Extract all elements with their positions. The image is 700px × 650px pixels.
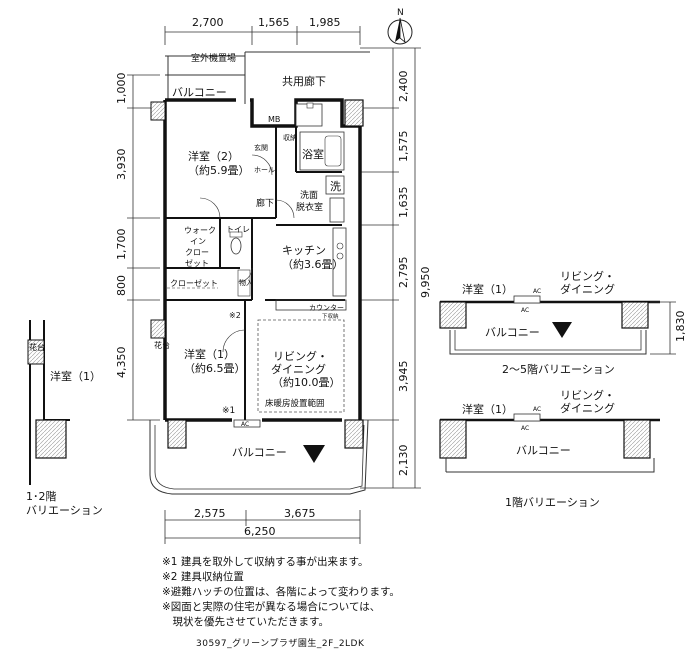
dim-right-6: 2,130 bbox=[397, 445, 410, 477]
variation-1-2f bbox=[27, 320, 70, 485]
note-1: ※1 建具を取外して収納する事が出来ます。 bbox=[162, 556, 369, 568]
note-4: ※図面と実際の住宅が異なる場合については、 bbox=[162, 601, 381, 613]
toilet-label: トイレ bbox=[226, 225, 250, 234]
living-label-2: ダイニング bbox=[271, 362, 326, 376]
var1-balcony-label: バルコニー bbox=[516, 444, 571, 457]
var1-caption: 1階バリエーション bbox=[505, 495, 600, 509]
living-label-1: リビング・ bbox=[273, 349, 328, 363]
dim-bottom-1: 2,575 bbox=[194, 507, 226, 520]
variation-2-5f bbox=[439, 295, 676, 355]
corridor-label: 共用廊下 bbox=[282, 74, 326, 88]
balcony-label: バルコニー bbox=[232, 446, 287, 459]
mark2-label: ※2 bbox=[229, 311, 241, 320]
var1-living-label-2: ダイニング bbox=[560, 401, 615, 415]
dim-left-5: 4,350 bbox=[115, 347, 128, 379]
counter-sub-label: 下収納 bbox=[322, 312, 339, 320]
ac-label: AC bbox=[241, 421, 249, 428]
bottom-dimensions bbox=[164, 510, 361, 544]
dim-bottom-total: 6,250 bbox=[244, 525, 276, 538]
var25-balcony-label: バルコニー bbox=[485, 326, 540, 339]
var1-living-label-1: リビング・ bbox=[560, 388, 615, 402]
entrance-label: 玄関 bbox=[254, 143, 268, 152]
compass-label: N bbox=[397, 8, 404, 18]
washer-label: 洗 bbox=[330, 180, 341, 193]
dim-top-3: 1,985 bbox=[309, 16, 341, 29]
living-size: （約10.0畳） bbox=[272, 375, 341, 389]
left-caption-1: 1･2階 bbox=[26, 489, 57, 503]
note-3: ※避難ハッチの位置は、各階によって変わります。 bbox=[162, 586, 400, 598]
top-dimensions bbox=[164, 26, 361, 45]
closet-label: クローゼット bbox=[170, 278, 218, 288]
dim-bottom-2: 3,675 bbox=[284, 507, 316, 520]
north-arrow bbox=[387, 17, 413, 45]
right-dimensions bbox=[360, 47, 421, 489]
dim-right-4: 2,795 bbox=[397, 257, 410, 289]
bedroom1-size: （約6.5畳） bbox=[184, 361, 246, 375]
washroom-label-2: 脱衣室 bbox=[296, 201, 323, 213]
walkin-label-2: イン bbox=[190, 237, 206, 246]
storage-label: 物入 bbox=[239, 278, 253, 287]
var1-ac-label: AC bbox=[533, 406, 541, 413]
mb-label: MB bbox=[268, 115, 280, 124]
plan-caption: 30597_グリーンプラザ園生_2F_2LDK bbox=[196, 639, 365, 649]
var25-hatch-icon bbox=[552, 322, 572, 338]
left-bedroom-label: 洋室（1） bbox=[50, 369, 101, 383]
counter-label: カウンター bbox=[309, 303, 344, 312]
bath-label: 浴室 bbox=[302, 147, 324, 161]
hallway-label: 廊下 bbox=[256, 197, 274, 209]
kitchen-size: （約3.6畳） bbox=[282, 257, 344, 271]
hall-label: ホール bbox=[254, 166, 275, 174]
outdoor-unit-label: 室外機置場 bbox=[191, 52, 236, 64]
variation-1f bbox=[439, 413, 660, 473]
dim-right-3: 1,635 bbox=[397, 187, 410, 219]
var25-living-label-1: リビング・ bbox=[560, 269, 615, 283]
kitchen-label: キッチン bbox=[282, 244, 326, 257]
mark1-label: ※1 bbox=[222, 406, 235, 416]
notes: ※1 建具を取外して収納する事が出来ます。 ※2 建具収納位置 ※避難ハッチの位… bbox=[162, 555, 682, 630]
var25-living-label-2: ダイニング bbox=[560, 282, 615, 296]
var25-caption: 2～5階バリエーション bbox=[502, 362, 615, 376]
main-unit bbox=[149, 51, 370, 495]
dim-right-2: 1,575 bbox=[397, 131, 410, 163]
upper-balcony-label: バルコニー bbox=[172, 86, 227, 99]
floor-heating-label: 床暖房設置範囲 bbox=[265, 398, 325, 409]
flower-bed-label: 花台 bbox=[154, 340, 170, 350]
dim-top-2: 1,565 bbox=[258, 16, 290, 29]
var25-bedroom-label: 洋室（1） bbox=[462, 282, 513, 296]
dim-right-1: 2,400 bbox=[397, 71, 410, 103]
dim-top-1: 2,700 bbox=[192, 16, 224, 29]
left-caption-2: バリエーション bbox=[26, 504, 103, 517]
washroom-label-1: 洗面 bbox=[300, 189, 318, 201]
dim-right-total: 9,950 bbox=[419, 267, 432, 299]
var1-bedroom-label: 洋室（1） bbox=[462, 402, 513, 416]
dim-left-3: 1,700 bbox=[115, 229, 128, 261]
dim-variation-height: 1,830 bbox=[674, 311, 687, 343]
left-dimensions bbox=[127, 74, 160, 421]
dim-right-5: 3,945 bbox=[397, 361, 410, 393]
left-flower-bed-label: 花台 bbox=[29, 342, 45, 352]
dim-left-1: 1,000 bbox=[115, 73, 128, 105]
bedroom1-label: 洋室（1） bbox=[184, 347, 235, 361]
dim-left-2: 3,930 bbox=[115, 149, 128, 181]
var1-ac-label-2: AC bbox=[521, 425, 529, 432]
walkin-label-1: ウォーク bbox=[184, 226, 216, 235]
bedroom2-label: 洋室（2） bbox=[188, 149, 239, 163]
walkin-label-3: クロー bbox=[185, 248, 209, 257]
walkin-label-4: ゼット bbox=[185, 258, 209, 268]
dim-left-4: 800 bbox=[115, 275, 128, 296]
shoe-closet-label: 収納 bbox=[283, 133, 297, 142]
bedroom2-size: （約5.9畳） bbox=[188, 163, 250, 177]
var25-ac-label: AC bbox=[533, 288, 541, 295]
evacuation-hatch-icon bbox=[303, 445, 325, 463]
note-2: ※2 建具収納位置 bbox=[162, 571, 244, 583]
note-5: 現状を優先させていただきます。 bbox=[162, 616, 329, 628]
var25-ac-label-2: AC bbox=[521, 307, 529, 314]
